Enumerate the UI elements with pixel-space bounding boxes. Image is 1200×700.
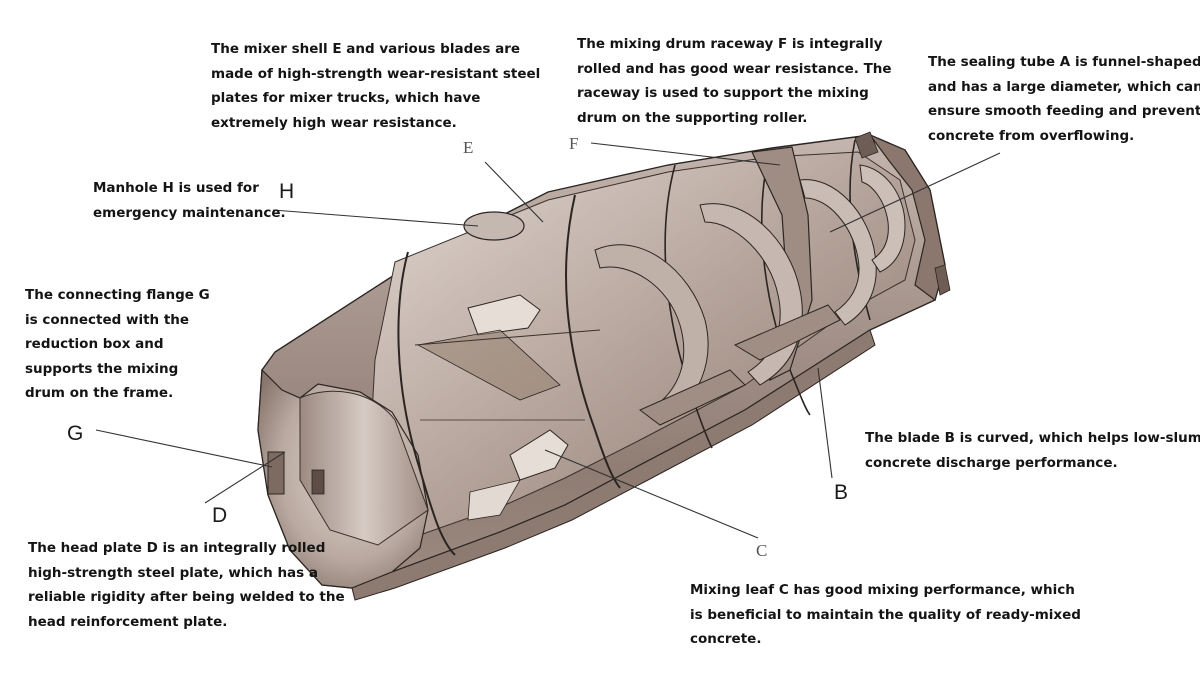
annotation-A-text: The sealing tube A is funnel-shaped and … bbox=[928, 54, 1200, 144]
callout-letter-D: D bbox=[212, 505, 227, 526]
annotation-E: The mixer shell E and various blades are… bbox=[211, 37, 540, 135]
manhole bbox=[464, 212, 524, 240]
annotation-H: Manhole H is used for emergency maintena… bbox=[93, 176, 286, 225]
annotation-A: The sealing tube A is funnel-shaped and … bbox=[928, 50, 1200, 148]
annotation-F-text: The mixing drum raceway F is integrally … bbox=[577, 36, 892, 126]
annotation-D: The head plate D is an integrally rolled… bbox=[28, 536, 345, 634]
annotation-F: The mixing drum raceway F is integrally … bbox=[577, 32, 892, 130]
annotation-C: Mixing leaf C has good mixing performanc… bbox=[690, 578, 1081, 652]
annotation-H-text: Manhole H is used for emergency maintena… bbox=[93, 180, 286, 221]
annotation-G-text: The connecting flange G is connected wit… bbox=[25, 287, 210, 401]
callout-letter-H: H bbox=[279, 181, 294, 202]
annotation-B-text: The blade B is curved, which helps low-s… bbox=[865, 430, 1200, 471]
callout-letter-F: F bbox=[569, 135, 578, 152]
annotation-E-text: The mixer shell E and various blades are… bbox=[211, 41, 540, 131]
annotation-B: The blade B is curved, which helps low-s… bbox=[865, 426, 1200, 475]
annotation-D-text: The head plate D is an integrally rolled… bbox=[28, 540, 345, 630]
callout-letter-G: G bbox=[67, 423, 83, 444]
annotation-C-text: Mixing leaf C has good mixing performanc… bbox=[690, 582, 1081, 647]
connecting-flange bbox=[268, 452, 284, 494]
callout-letter-B: B bbox=[834, 482, 848, 503]
callout-letter-C: C bbox=[756, 542, 767, 559]
annotation-G: The connecting flange G is connected wit… bbox=[25, 283, 210, 406]
callout-letter-E: E bbox=[463, 139, 473, 156]
